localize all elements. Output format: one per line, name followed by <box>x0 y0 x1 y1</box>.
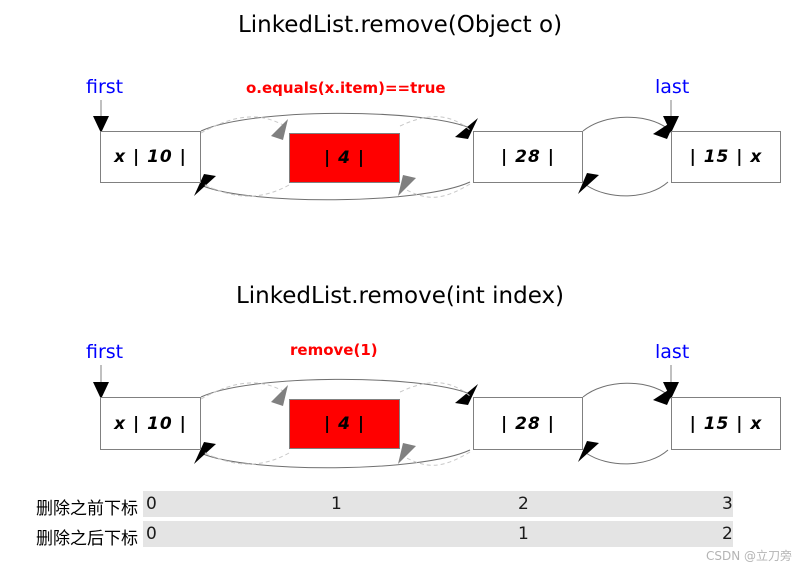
index-row-after-label: 删除之后下标 <box>36 529 138 549</box>
bypass-arrow-top-2 <box>455 384 478 405</box>
first-pointer-arrow-1 <box>93 100 109 133</box>
index-before-cell-2: 2 <box>518 494 529 514</box>
index-before-cell-0: 0 <box>146 494 157 514</box>
link-arrow-4to3-1 <box>578 173 599 194</box>
index-before-cell-1: 1 <box>331 494 342 514</box>
removed-link-arrow-top-left-2 <box>271 385 288 406</box>
diagram-2-node-3: | 15 | x <box>671 397 781 450</box>
diagram-1-last-label: last <box>655 76 690 98</box>
removed-link-arrow-top-left-1 <box>271 119 288 140</box>
diagram-1-first-label: first <box>86 76 124 98</box>
bypass-arrow-top-1 <box>455 118 478 139</box>
diagram-1-annotation: o.equals(x.item)==true <box>246 79 446 97</box>
diagram-2-first-label: first <box>86 341 124 363</box>
diagram-2-title: LinkedList.remove(int index) <box>235 283 565 309</box>
diagram-2-node-1-highlighted: | 4 | <box>289 399 400 449</box>
index-after-cell-2: 2 <box>722 524 733 544</box>
removed-link-arrow-bottom-right-1 <box>398 175 416 196</box>
diagram-1-node-0: x | 10 | <box>100 131 201 183</box>
diagram-1-node-2: | 28 | <box>473 131 583 183</box>
diagram-1-node-1-highlighted: | 4 | <box>289 133 400 183</box>
index-row-before-label: 删除之前下标 <box>36 499 138 519</box>
csdn-watermark: CSDN @立刀旁 <box>705 549 792 563</box>
index-row-before-band <box>143 491 733 517</box>
index-before-cell-3: 3 <box>722 494 733 514</box>
diagram-2-annotation: remove(1) <box>290 341 378 359</box>
link-arrow-4to3-2 <box>578 441 599 462</box>
link-arrow-3to4-1 <box>653 119 676 139</box>
diagram-2-node-0: x | 10 | <box>100 397 201 450</box>
link-arrow-3to4-2 <box>653 385 676 405</box>
diagram-2-last-label: last <box>655 341 690 363</box>
removed-link-arrow-bottom-right-2 <box>398 443 416 464</box>
index-after-cell-1: 1 <box>518 524 529 544</box>
diagram-1-title: LinkedList.remove(Object o) <box>237 12 563 38</box>
diagram-1-node-3: | 15 | x <box>671 131 781 183</box>
index-row-after-band <box>143 521 733 547</box>
first-pointer-arrow-2 <box>93 365 109 399</box>
diagram-2-node-2: | 28 | <box>473 397 583 450</box>
index-after-cell-0: 0 <box>146 524 157 544</box>
